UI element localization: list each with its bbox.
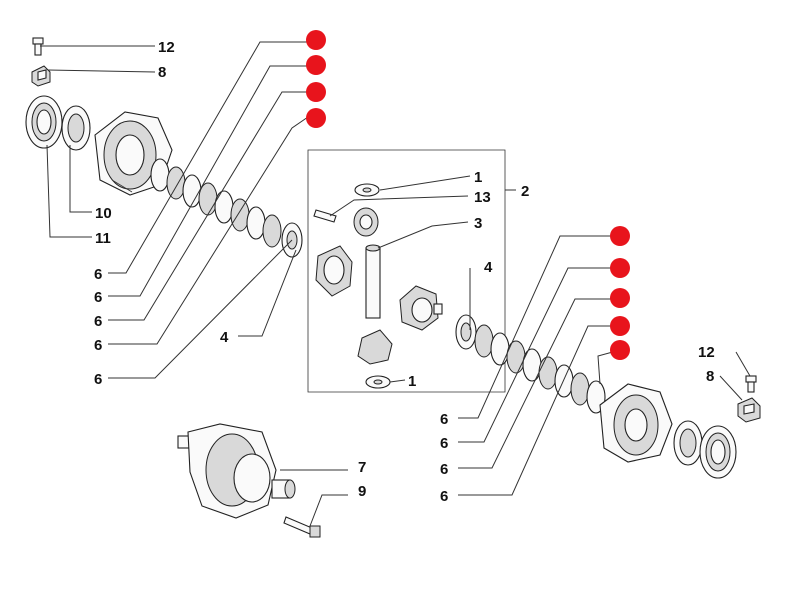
label-3: 3: [474, 215, 482, 232]
marker-dot: [306, 108, 326, 128]
bolt-9: [283, 516, 321, 538]
differential-unit-7: [177, 423, 296, 519]
part-labels: 12 8 10 11 6 6 6 6 6 4 1 13 2 3 1 4 6 6 …: [94, 39, 715, 505]
clip-8-right: [737, 397, 761, 423]
label-6-right-c: 6: [440, 461, 448, 478]
marker-dot: [610, 258, 630, 278]
marker-dot: [306, 55, 326, 75]
marker-dot: [306, 82, 326, 102]
label-10-left: 10: [95, 205, 112, 222]
label-8-left: 8: [158, 64, 166, 81]
disc-pack-left: [150, 158, 303, 258]
thrust-washer-1-top: [354, 183, 380, 197]
marker-dot: [610, 340, 630, 360]
label-6-right-b: 6: [440, 435, 448, 452]
thrust-washer-1-bottom: [365, 375, 391, 389]
label-6-left-a: 6: [94, 266, 102, 283]
clip-8-left: [31, 65, 51, 87]
label-12-right: 12: [698, 344, 715, 361]
marker-dot: [610, 226, 630, 246]
shaft-3: [365, 244, 381, 319]
bevel-gear-bottom: [357, 329, 393, 365]
red-markers: [306, 30, 630, 360]
bolt-12-left: [32, 37, 44, 56]
marker-dot: [306, 30, 326, 50]
disc-pack-right: [455, 314, 606, 414]
marker-dot: [610, 288, 630, 308]
label-2: 2: [521, 183, 529, 200]
label-4-right: 4: [484, 259, 493, 276]
label-6-left-e: 6: [94, 371, 102, 388]
bearing-ring-11-right: [699, 425, 737, 479]
label-6-left-d: 6: [94, 337, 102, 354]
label-4-left: 4: [220, 329, 229, 346]
left-assembly: [25, 37, 303, 258]
label-6-left-b: 6: [94, 289, 102, 306]
differential-housing-right: [599, 383, 673, 463]
label-8-right: 8: [706, 368, 714, 385]
marker-dot: [610, 316, 630, 336]
bevel-gear-right: [399, 285, 443, 331]
right-assembly: [455, 314, 761, 479]
label-11-left: 11: [95, 230, 111, 247]
pinion-gear-set-box: [307, 149, 506, 393]
label-7: 7: [358, 459, 366, 476]
label-9: 9: [358, 483, 366, 500]
leader-lines: [40, 41, 751, 527]
label-12-left: 12: [158, 39, 175, 56]
label-6-right-d: 6: [440, 488, 448, 505]
label-1-top: 1: [474, 169, 482, 186]
label-1-bottom: 1: [408, 373, 416, 390]
bevel-gear-left: [315, 245, 353, 297]
bolt-12-right: [745, 375, 757, 393]
bearing-10-right: [673, 420, 703, 466]
bearing-ring-11-left: [25, 95, 63, 149]
pin-13: [313, 209, 337, 223]
bearing-10-left: [61, 105, 91, 151]
label-6-right-a: 6: [440, 411, 448, 428]
label-6-left-c: 6: [94, 313, 102, 330]
planet-gear-small: [353, 207, 379, 237]
label-13: 13: [474, 189, 491, 206]
